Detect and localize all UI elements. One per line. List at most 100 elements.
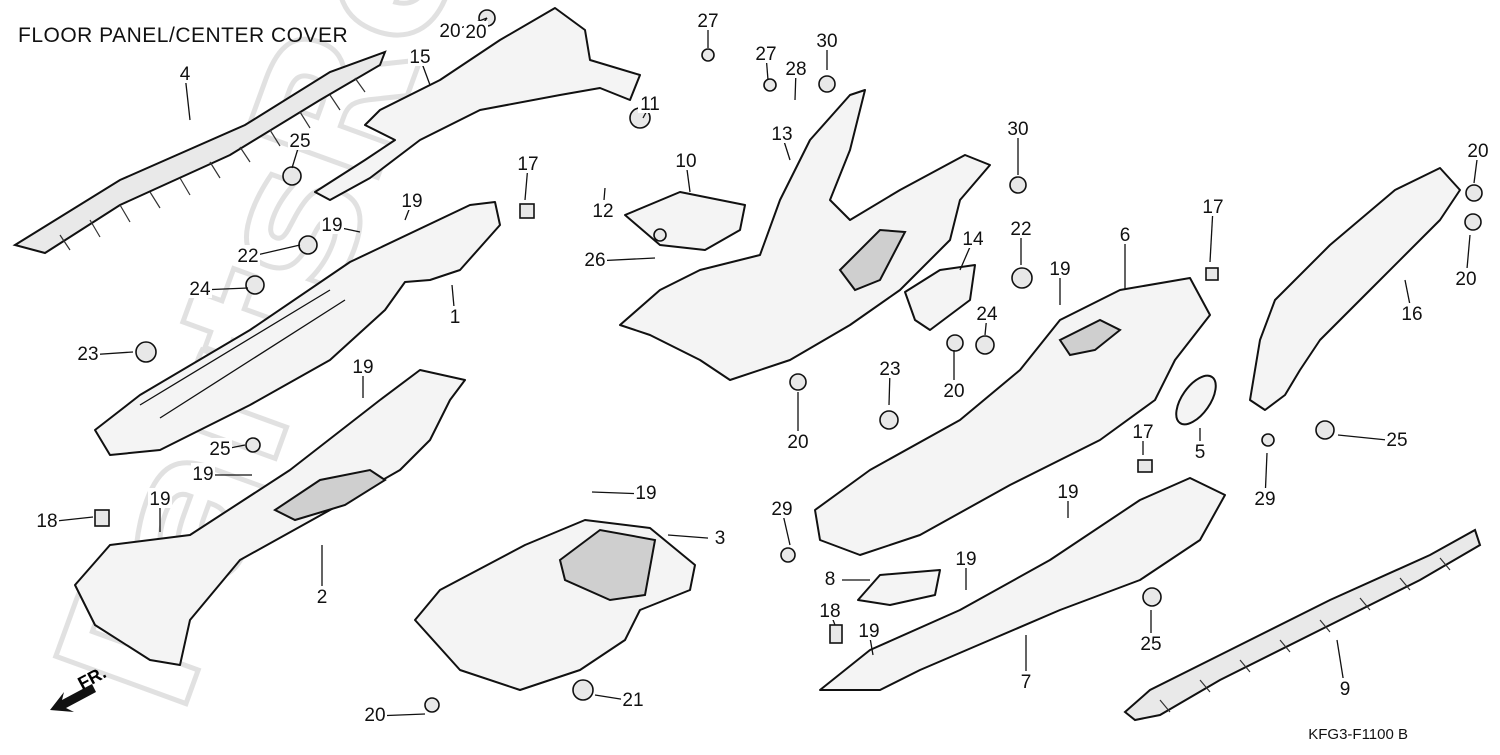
part-16-side-cover[interactable] — [1249, 167, 1461, 411]
callout-number[interactable]: 19 — [149, 489, 170, 510]
callout-background — [638, 93, 662, 113]
callout-number[interactable]: 19 — [321, 215, 342, 236]
part-9-step-mat[interactable] — [1123, 528, 1482, 722]
callout-number[interactable]: 20 — [1467, 141, 1488, 162]
callout-number[interactable]: 10 — [675, 151, 696, 172]
callout-number[interactable]: 3 — [715, 528, 726, 549]
bolt-icon — [818, 75, 836, 93]
part-3-battery-cover[interactable] — [414, 519, 696, 691]
callout-number[interactable]: 5 — [1195, 442, 1206, 463]
callout-background — [191, 463, 215, 483]
callout-number[interactable]: 19 — [352, 357, 373, 378]
callout-background — [1385, 429, 1409, 449]
callout-number[interactable]: 30 — [816, 31, 837, 52]
callout-number[interactable]: 18 — [36, 511, 57, 532]
clip-icon — [701, 48, 715, 62]
callout-background — [1014, 671, 1038, 691]
part-4-step-mat[interactable] — [12, 50, 387, 255]
callout-number[interactable]: 9 — [1340, 679, 1351, 700]
part-14-lid[interactable] — [904, 264, 976, 331]
callout-number[interactable]: 19 — [858, 621, 879, 642]
callout-number[interactable]: 20 — [465, 22, 486, 43]
clip-icon — [1465, 184, 1483, 202]
callout-number[interactable]: 20 — [1455, 269, 1476, 290]
callout-number[interactable]: 4 — [180, 64, 191, 85]
callout-number[interactable]: 27 — [755, 44, 776, 65]
callout-number[interactable]: 6 — [1120, 225, 1131, 246]
callout-number[interactable]: 14 — [962, 229, 984, 250]
callout-background — [236, 245, 260, 265]
callout-number[interactable]: 12 — [592, 201, 613, 222]
callout-number[interactable]: 23 — [77, 344, 98, 365]
callout-background — [1131, 421, 1155, 441]
callout-number[interactable]: 21 — [622, 690, 643, 711]
callout-number[interactable]: 25 — [1140, 634, 1161, 655]
part-8-bracket[interactable] — [857, 569, 941, 606]
callout-background — [857, 620, 881, 640]
callout-number[interactable]: 25 — [209, 439, 230, 460]
part-10-lid[interactable] — [624, 191, 746, 251]
diagram-title: FLOOR PANEL/CENTER COVER — [18, 24, 349, 47]
callout-background — [1188, 441, 1212, 461]
callout-number[interactable]: 1 — [450, 307, 461, 328]
callout-number[interactable]: 18 — [819, 601, 840, 622]
part-5-grille[interactable] — [1168, 369, 1223, 431]
bolt-icon — [245, 437, 261, 453]
callout-number[interactable]: 19 — [1049, 259, 1070, 280]
callout-number[interactable]: 20 — [439, 21, 460, 42]
callout-number[interactable]: 2 — [317, 587, 328, 608]
callout-number[interactable]: 26 — [584, 250, 605, 271]
callout-number[interactable]: 22 — [1010, 219, 1031, 240]
part-1-floor-panel[interactable] — [94, 201, 501, 456]
callout-number[interactable]: 20 — [787, 432, 808, 453]
bolt-icon — [879, 410, 899, 430]
callout-background — [786, 431, 810, 451]
callout-number[interactable]: 15 — [409, 47, 430, 68]
part-15-side-cover[interactable] — [314, 7, 641, 201]
callout-background — [363, 704, 387, 724]
callout-number[interactable]: 17 — [517, 154, 538, 175]
callout-number[interactable]: 27 — [697, 11, 718, 32]
part-2-lower-cover[interactable] — [74, 369, 466, 666]
callout-number[interactable]: 19 — [635, 483, 656, 504]
callout-number[interactable]: 23 — [879, 359, 900, 380]
clip-icon — [763, 78, 777, 92]
callout-background — [351, 356, 375, 376]
callout-background — [818, 600, 842, 620]
callout-number[interactable]: 19 — [401, 191, 422, 212]
callout-number[interactable]: 24 — [976, 304, 998, 325]
callout-background — [708, 527, 732, 547]
callout-number[interactable]: 19 — [192, 464, 213, 485]
callout-number[interactable]: 22 — [237, 246, 258, 267]
callout-number[interactable]: 17 — [1132, 422, 1153, 443]
callout-number[interactable]: 24 — [189, 279, 211, 300]
callout-number[interactable]: 29 — [1254, 489, 1275, 510]
callout-number[interactable]: 16 — [1401, 304, 1422, 325]
callout-number[interactable]: 7 — [1021, 672, 1032, 693]
callout-number[interactable]: 20 — [364, 705, 385, 726]
callout-number[interactable]: 19 — [1057, 482, 1078, 503]
part-13-center-cover[interactable] — [619, 89, 991, 381]
callout-number[interactable]: 25 — [289, 131, 310, 152]
callout-number[interactable]: 8 — [825, 569, 836, 590]
callout-number[interactable]: 30 — [1007, 119, 1028, 140]
callout-number[interactable]: 28 — [785, 59, 806, 80]
callout-background — [621, 689, 645, 709]
callout-number[interactable]: 13 — [771, 124, 792, 145]
clip-icon — [94, 509, 110, 527]
callout-number[interactable]: 11 — [640, 94, 660, 115]
callout-number[interactable]: 25 — [1386, 430, 1407, 451]
callout-number[interactable]: 29 — [771, 499, 792, 520]
callout-background — [310, 586, 334, 606]
callout-background — [1056, 481, 1080, 501]
screw-icon — [780, 547, 796, 563]
callout-number[interactable]: 17 — [1202, 197, 1223, 218]
callout-background — [770, 123, 794, 143]
callout-background — [878, 358, 902, 378]
callout-number[interactable]: 19 — [955, 549, 976, 570]
clip-icon — [424, 697, 440, 713]
part-7-lower-cover[interactable] — [819, 477, 1226, 691]
callout-number[interactable]: 20 — [943, 381, 964, 402]
bolt-icon — [1011, 267, 1033, 289]
part-6-floor-panel[interactable] — [814, 277, 1211, 556]
